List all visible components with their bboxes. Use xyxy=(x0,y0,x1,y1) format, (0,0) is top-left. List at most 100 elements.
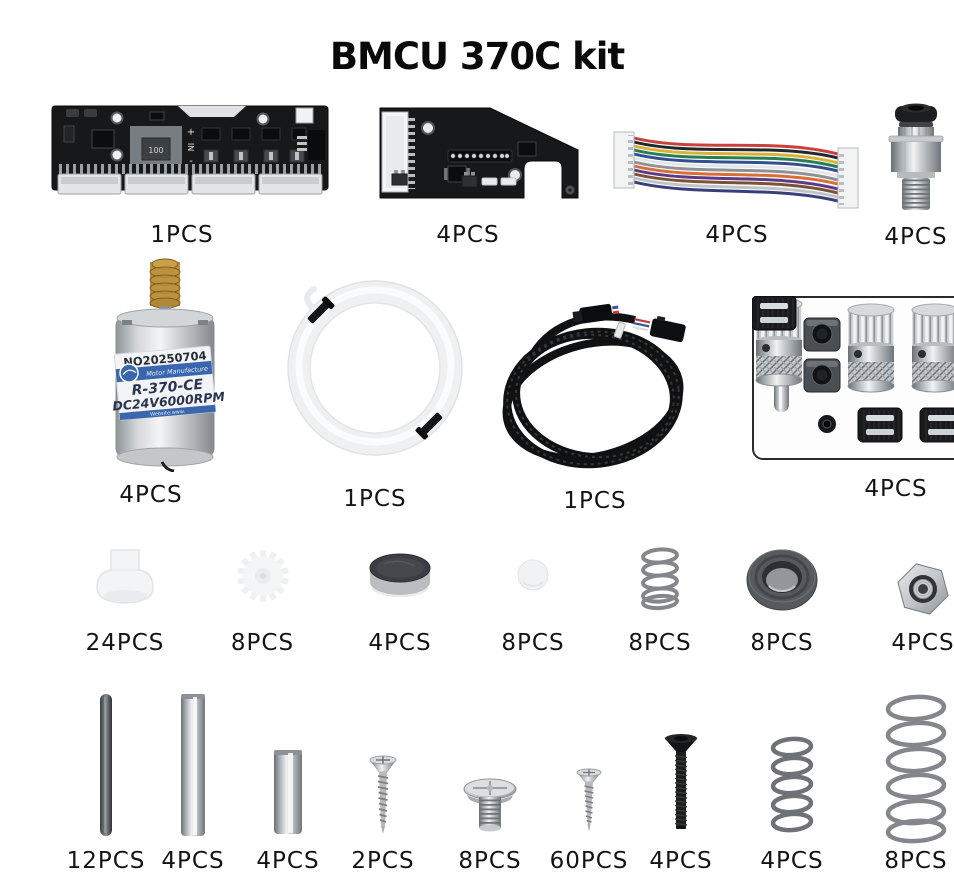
quantity-label: 4PCS xyxy=(161,848,225,872)
screw-self-tapping-photo xyxy=(369,755,397,834)
item-screw-self-tapping: 2PCS xyxy=(340,692,426,872)
cable-tie xyxy=(415,412,443,440)
item-spring-medium: 4PCS xyxy=(746,692,838,872)
harness-connector-left xyxy=(571,303,619,324)
item-spring-large: 8PCS xyxy=(878,692,954,872)
quantity-label: 4PCS xyxy=(884,224,948,250)
quantity-label: 8PCS xyxy=(501,630,565,656)
item-dc-motor: NO20250704 Motor Manufacture R-370-CE DC… xyxy=(85,254,245,508)
output-connectors xyxy=(57,173,323,195)
quantity-label: 4PCS xyxy=(436,222,500,248)
mainboard-photo: 100 + IN - xyxy=(51,105,329,195)
needle-bearing xyxy=(752,296,797,331)
quantity-label: 8PCS xyxy=(884,848,948,872)
inductor-marking: 100 xyxy=(148,146,163,155)
pin-thick-photo xyxy=(181,694,205,836)
spring-short-photo xyxy=(641,547,679,611)
pin-thin-photo xyxy=(100,694,112,836)
adapter-pcb-photo xyxy=(379,107,579,199)
cable-harness-photo xyxy=(502,303,686,469)
motor-website: Website:www. xyxy=(150,409,186,418)
item-spring-short: 8PCS xyxy=(618,546,702,656)
item-white-disc: 8PCS xyxy=(490,546,576,656)
coils xyxy=(885,694,947,844)
plus-marking: + xyxy=(187,127,195,138)
harness-clip xyxy=(613,321,626,339)
item-pin-thin: 12PCS xyxy=(62,692,150,872)
quantity-label: 12PCS xyxy=(66,848,146,872)
transistors xyxy=(391,170,478,188)
quantity-label: 1PCS xyxy=(343,486,407,512)
motor-label: NO20250704 Motor Manufacture R-370-CE DC… xyxy=(112,345,226,421)
item-pin-short: 4PCS xyxy=(245,692,331,872)
wires xyxy=(632,136,840,203)
spring-large-photo xyxy=(885,694,947,844)
quantity-label: 8PCS xyxy=(230,630,295,656)
quantity-label: 4PCS xyxy=(760,848,824,872)
item-bearing: 8PCS xyxy=(740,546,824,656)
square-nut xyxy=(803,317,841,352)
pin-pads xyxy=(450,153,510,159)
ptfe-tube-photo xyxy=(287,280,463,456)
motor-model: R-370-CE xyxy=(131,377,204,399)
item-ribbon-cable: 4PCS xyxy=(612,124,862,248)
square-nut xyxy=(803,358,841,393)
item-ptfe-tube: 1PCS xyxy=(270,266,480,512)
threads xyxy=(674,755,688,826)
driver-chips xyxy=(201,127,307,163)
screw-black-photo xyxy=(664,734,698,829)
ribbon-cable-photo xyxy=(613,131,859,209)
spring-medium-photo xyxy=(770,736,814,833)
white-disc-photo xyxy=(517,559,549,591)
item-screw-flat-head: 8PCS xyxy=(444,692,536,872)
item-hex-nut: 4PCS xyxy=(880,546,954,656)
page-title: BMCU 370C kit xyxy=(329,34,625,78)
worm-gear xyxy=(149,258,181,309)
threads xyxy=(584,785,594,823)
quantity-label: 4PCS xyxy=(891,630,954,656)
item-magnet: 4PCS xyxy=(355,546,445,656)
quantity-label: 4PCS xyxy=(705,222,769,248)
coils xyxy=(641,547,679,611)
item-plastic-gear: 8PCS xyxy=(215,546,310,656)
quantity-label: 8PCS xyxy=(458,848,522,872)
item-mainboard: 100 + IN - xyxy=(50,100,330,248)
quantity-label: 4PCS xyxy=(864,476,928,502)
threads xyxy=(377,775,389,823)
harness-connector-right xyxy=(631,315,686,343)
plastic-gear-photo xyxy=(236,550,289,602)
cable-tie xyxy=(307,296,335,324)
item-screw-black: 4PCS xyxy=(638,692,724,872)
item-cable-harness: 1PCS xyxy=(490,292,700,514)
quantity-label: 4PCS xyxy=(368,630,432,656)
quantity-label: 1PCS xyxy=(563,488,627,514)
quantity-label: 24PCS xyxy=(85,630,165,656)
quantity-label: 1PCS xyxy=(150,222,214,248)
item-pneumatic-fitting: 4PCS xyxy=(870,102,954,250)
braid-texture xyxy=(505,330,680,466)
pin-short-photo xyxy=(274,750,302,834)
item-pin-thick: 4PCS xyxy=(150,692,236,872)
screw-flat-head-photo xyxy=(463,778,517,832)
drive-gear-kit-photo xyxy=(752,296,954,460)
magnet-photo xyxy=(369,553,431,598)
braided-loops xyxy=(502,312,683,469)
item-adapter-pcb: 4PCS xyxy=(370,102,586,248)
quantity-label: 8PCS xyxy=(628,630,692,656)
coils xyxy=(770,736,814,833)
item-screw-small: 60PCS xyxy=(545,692,633,872)
quantity-label: 4PCS xyxy=(649,848,713,872)
quantity-label: 2PCS xyxy=(351,848,415,872)
screw-small-photo xyxy=(576,768,602,832)
quantity-label: 8PCS xyxy=(750,630,814,656)
quantity-label: 60PCS xyxy=(549,848,629,872)
minus-marking: - xyxy=(189,156,193,167)
bearing-photo xyxy=(746,549,818,611)
item-plastic-bushing: 24PCS xyxy=(75,546,175,656)
quantity-label: 4PCS xyxy=(256,848,320,872)
hex-nut-photo xyxy=(897,563,949,615)
pneumatic-fitting-photo xyxy=(888,103,944,210)
dc-motor-photo: NO20250704 Motor Manufacture R-370-CE DC… xyxy=(112,258,226,472)
item-drive-gear-kit: 4PCS xyxy=(750,296,954,502)
